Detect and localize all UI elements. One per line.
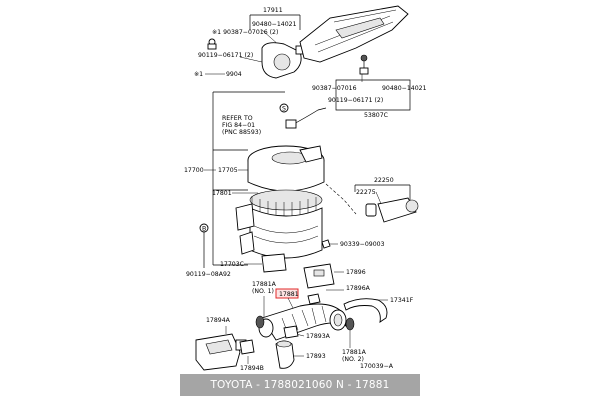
label-17894a: 17894A [206, 317, 231, 324]
case-bracket [239, 231, 255, 255]
label-17341f: 17341F [390, 297, 414, 304]
label-17703c: 17703C [220, 261, 244, 268]
clip-17894b [239, 339, 255, 355]
highlight-17881-box[interactable] [275, 288, 299, 299]
label-90387-07016-a: ※1 90387−07016 (2) [212, 29, 278, 36]
label-90480-14021-b: 90480−14021 [382, 85, 427, 92]
resonator-ribs [335, 17, 385, 39]
label-17881a-no2-sub: (NO. 2) [342, 356, 364, 363]
resonator-grommet [360, 54, 368, 62]
cap-wall [247, 160, 325, 192]
case-inlet [235, 203, 255, 231]
label-17911: 17911 [263, 7, 283, 14]
cap-duct [299, 145, 323, 163]
label-90119-06171-b: 90119−06171 (2) [328, 97, 383, 104]
label-90480-14021-a: 90480−14021 [252, 21, 297, 28]
label-17801: 17801 [212, 190, 232, 197]
label-90387-07016-b: 90387−07016 [312, 85, 357, 92]
label-17881a-no1-sub: (NO. 1) [252, 288, 274, 295]
top-resonator-group: 17911 90480−14021 ※1 90387−07016 (2) 901… [198, 5, 427, 119]
label-17896a: 17896A [346, 285, 371, 292]
label-17700: 17700 [184, 167, 204, 174]
label-17881a-no1: 17881A [252, 281, 277, 288]
clamp-no1 [255, 315, 265, 329]
label-17893a: 17893A [306, 333, 331, 340]
connector-17893a [283, 325, 299, 339]
label-90119-06171-a: 90119−06171 (2) [198, 52, 253, 59]
label-circle-b-left: B [202, 226, 206, 233]
clamp-17896a [307, 293, 321, 305]
elbow-17893-mouth [276, 340, 292, 348]
label-17705: 17705 [218, 167, 238, 174]
refer-line-2: FIG 84−01 [222, 122, 255, 129]
grommet-17703c [261, 253, 287, 273]
label-9904: 9904 [226, 71, 242, 78]
label-17881-highlighted[interactable]: 17881 [279, 291, 299, 298]
refer-line-1: REFER TO [222, 115, 253, 122]
label-17881a-no2: 17881A [342, 349, 367, 356]
label-17893: 17893 [306, 353, 326, 360]
part-number-footer: TOYOTA - 1788021060 N - 17881 [180, 374, 420, 396]
clamp-no2 [345, 317, 355, 331]
label-circle-s: S [282, 106, 286, 113]
valve-port [273, 53, 291, 71]
refer-line-3: (PNC 88593) [222, 129, 261, 136]
resonator-bolt [359, 67, 369, 75]
label-17894b: 17894B [240, 365, 264, 372]
label-17896: 17896 [346, 269, 366, 276]
bolt-icon [207, 43, 217, 50]
label-90119-08a92: 90119−08A92 [186, 271, 231, 278]
sensor-clamp [365, 203, 377, 217]
bracket-17896-slot [313, 269, 325, 277]
mass-air-flow-port [405, 199, 419, 213]
hose-outlet-inner [333, 313, 343, 327]
label-53807c: 53807C [364, 112, 388, 119]
label-22250: 22250 [374, 177, 394, 184]
clamp-90339 [321, 239, 331, 249]
intake-hose-group: 17896 17881A (NO. 1) 17881 17896A 17341F… [195, 263, 414, 372]
hose-fitting [285, 119, 297, 129]
label-9904-mark: ※1 [194, 71, 203, 78]
label-22275: 22275 [356, 189, 376, 196]
circle-s-marker [279, 103, 289, 113]
hose-17341f [343, 298, 388, 323]
figure-id: 170039−A [360, 363, 394, 370]
label-90339-09003: 90339−09003 [340, 241, 385, 248]
filter-element [249, 189, 323, 211]
air-cleaner-assembly: 17700 17705 17801 17703C [184, 145, 325, 273]
duct-17894a-inner [205, 339, 233, 355]
